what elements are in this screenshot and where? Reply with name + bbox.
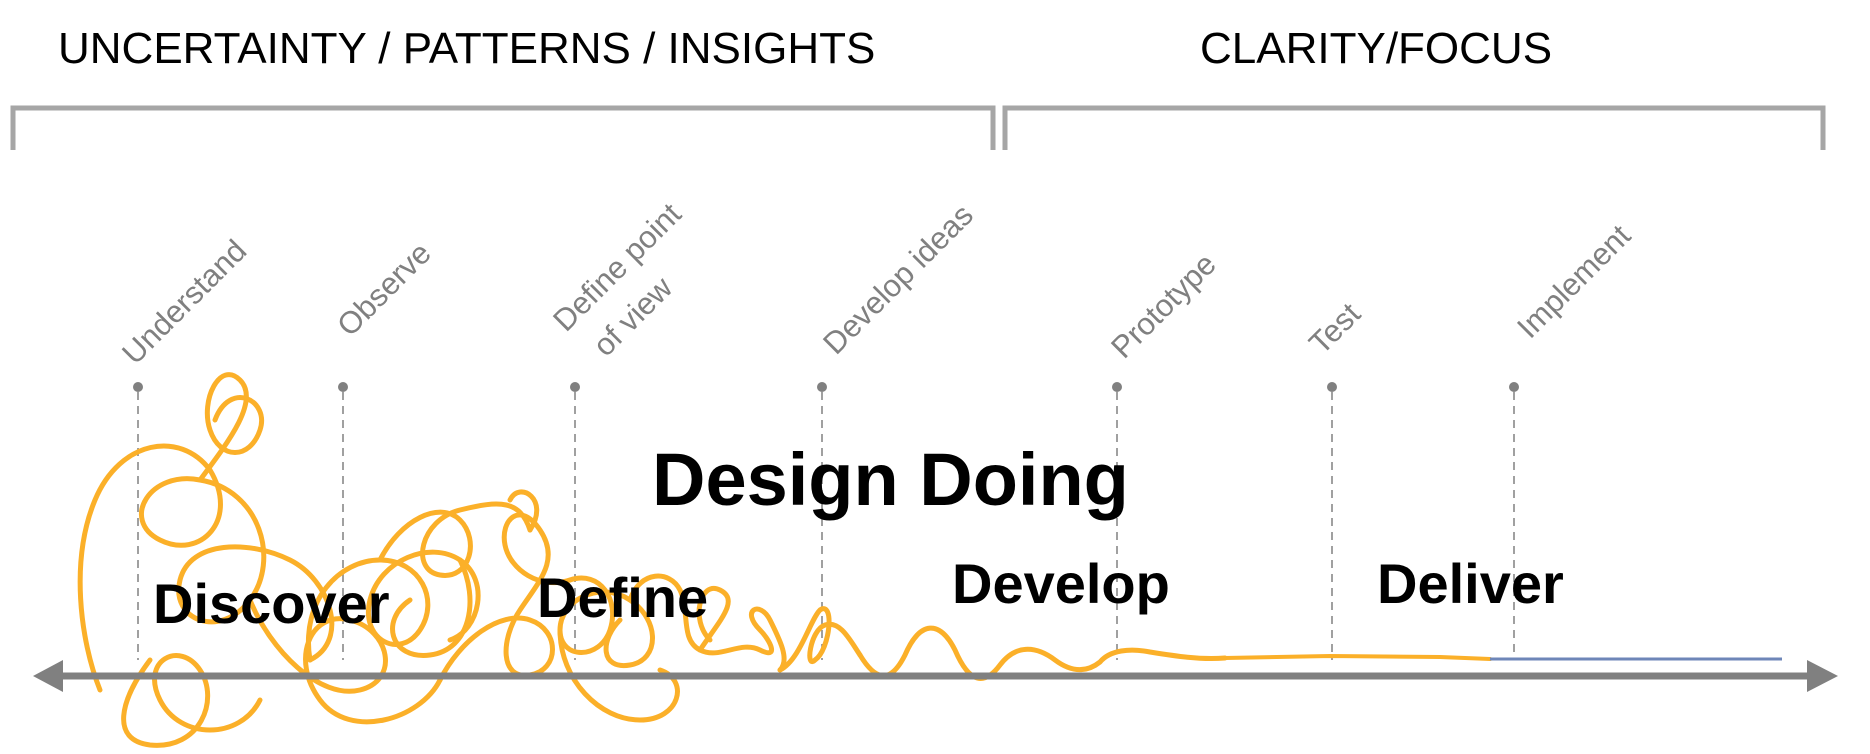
- step-marker-test: [1327, 382, 1337, 660]
- stage-label-discover: Discover: [153, 572, 390, 635]
- phase-group-label-uncertainty: UNCERTAINTY / PATTERNS / INSIGHTS: [58, 24, 875, 73]
- step-label-understand: Understand: [115, 233, 253, 371]
- bracket-clarity: [1002, 105, 1826, 150]
- step-label-observe: Observe: [330, 235, 438, 343]
- bracket-uncertainty: [10, 105, 996, 150]
- step-marker-implement: [1509, 382, 1519, 660]
- step-marker-prototype: [1112, 382, 1122, 660]
- step-label-test: Test: [1302, 296, 1367, 361]
- timeline-axis: [33, 660, 1838, 692]
- axis-right-arrowhead: [1807, 660, 1838, 692]
- step-label-implement: Implement: [1510, 218, 1637, 345]
- phase-group-label-clarity: CLARITY/FOCUS: [1200, 24, 1552, 73]
- diagram-title: Design Doing: [652, 438, 1129, 521]
- step-label-develop-ideas: Develop ideas: [816, 197, 980, 361]
- step-marker-develop-ideas: [817, 382, 827, 660]
- step-label-prototype: Prototype: [1104, 246, 1223, 365]
- stage-label-define: Define: [537, 566, 708, 629]
- step-markers: [133, 382, 1519, 660]
- step-marker-observe: [338, 382, 348, 660]
- design-squiggle: [77, 372, 1492, 748]
- step-marker-understand: [133, 382, 143, 660]
- step-marker-define-pov: [570, 382, 580, 660]
- stage-label-develop: Develop: [952, 552, 1170, 615]
- stage-label-deliver: Deliver: [1377, 552, 1564, 615]
- axis-left-arrowhead: [33, 660, 63, 692]
